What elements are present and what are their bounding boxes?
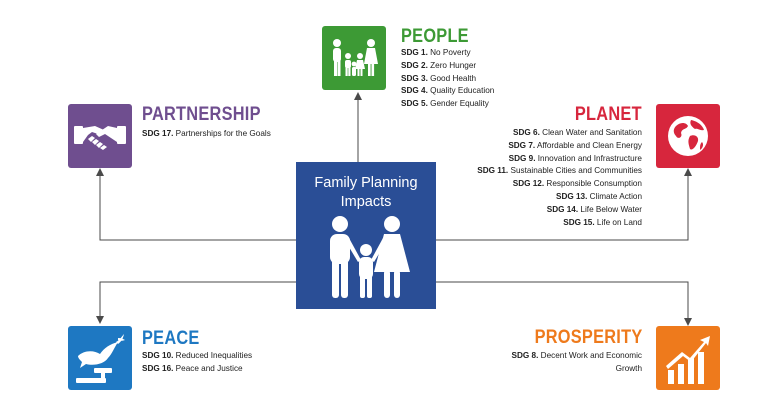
connector-peace xyxy=(96,281,296,324)
planet-list: SDG 6. Clean Water and Sanitation SDG 7.… xyxy=(477,127,642,229)
list-item: SDG 4. Quality Education xyxy=(401,85,494,98)
sdg-code: SDG 1. xyxy=(401,48,428,57)
list-item: SDG 2. Zero Hunger xyxy=(401,60,494,73)
peace-title: PEACE xyxy=(142,328,200,349)
list-item: SDG 7. Affordable and Clean Energy xyxy=(477,140,642,153)
prosperity-list: SDG 8. Decent Work and Economic Growth xyxy=(512,350,642,376)
list-item: SDG 13. Climate Action xyxy=(477,191,642,204)
list-item: SDG 12. Responsible Consumption xyxy=(477,178,642,191)
sdg-label: Affordable and Clean Energy xyxy=(535,140,642,150)
sdg-label: Partnerships for the Goals xyxy=(173,129,271,138)
sdg-code: SDG 4. xyxy=(401,86,428,96)
connector-planet xyxy=(436,168,692,241)
list-item: SDG 8. Decent Work and Economic xyxy=(512,350,642,363)
sdg-code: SDG 9. xyxy=(508,153,536,163)
center-box: Family Planning Impacts xyxy=(296,162,436,309)
list-item: SDG 6. Clean Water and Sanitation xyxy=(477,127,642,140)
list-item: SDG 14. Life Below Water xyxy=(477,204,642,217)
list-item: SDG 5. Gender Equality xyxy=(401,98,494,111)
sdg-label: Growth xyxy=(615,363,642,373)
sdg-code: SDG 6. xyxy=(513,128,540,137)
sdg-code: SDG 13. xyxy=(555,191,588,201)
list-item: SDG 11. Sustainable Cities and Communiti… xyxy=(477,165,642,178)
planet-title: PLANET xyxy=(575,104,642,125)
people-icon xyxy=(333,39,378,76)
center-title-line-1: Family Planning xyxy=(314,175,418,191)
sdg-code: SDG 10. xyxy=(142,351,174,360)
dove-gavel-icon xyxy=(76,334,125,383)
sdg-label: Quality Education xyxy=(427,86,495,96)
sdg-label: Peace and Justice xyxy=(173,363,243,373)
connector-prosperity xyxy=(436,281,692,326)
list-item: Growth xyxy=(512,363,642,376)
list-item: SDG 16. Peace and Justice xyxy=(142,363,252,376)
sdg-label: Life Below Water xyxy=(578,204,642,214)
sdg-code: SDG 16. xyxy=(142,363,174,373)
list-item: SDG 9. Innovation and Infrastructure xyxy=(477,153,642,166)
partnership-tile xyxy=(68,104,132,168)
sdg-code: SDG 7. xyxy=(508,140,536,150)
partnership-list: SDG 17. Partnerships for the Goals xyxy=(142,128,271,141)
sdg-label: Sustainable Cities and Communities xyxy=(508,166,642,176)
sdg-code: SDG 15. xyxy=(563,217,595,227)
sdg-label: Life on Land xyxy=(594,217,642,227)
family-icon xyxy=(330,216,410,298)
list-item: SDG 3. Good Health xyxy=(401,73,494,86)
list-item: SDG 1. No Poverty xyxy=(401,47,494,60)
people-list: SDG 1. No Poverty SDG 2. Zero Hunger SDG… xyxy=(401,47,494,111)
list-item: SDG 17. Partnerships for the Goals xyxy=(142,128,271,141)
sdg-label: Gender Equality xyxy=(427,99,489,109)
partnership-title: PARTNERSHIP xyxy=(142,104,261,125)
sdg-code: SDG 11. xyxy=(477,166,509,176)
list-item: SDG 15. Life on Land xyxy=(477,217,642,230)
planet-tile xyxy=(656,104,720,168)
prosperity-tile xyxy=(656,326,720,390)
connector-partnership xyxy=(96,168,296,241)
sdg-label: Zero Hunger xyxy=(427,60,477,70)
sdg-label: No Poverty xyxy=(427,48,471,57)
list-item: SDG 10. Reduced Inequalities xyxy=(142,350,252,363)
growth-chart-icon xyxy=(666,336,710,384)
handshake-icon xyxy=(74,126,126,150)
sdg-code: SDG 14. xyxy=(546,204,579,214)
sdg-label: Innovation and Infrastructure xyxy=(535,153,642,163)
people-title: PEOPLE xyxy=(401,26,469,47)
center-title-line-2: Impacts xyxy=(340,194,392,210)
sdg-code: SDG 3. xyxy=(401,73,428,83)
sdg-label: Responsible Consumption xyxy=(544,179,642,189)
peace-list: SDG 10. Reduced Inequalities SDG 16. Pea… xyxy=(142,350,252,376)
sdg-label: Good Health xyxy=(427,73,477,83)
sdg-code: SDG 12. xyxy=(512,179,545,189)
peace-tile xyxy=(68,326,132,390)
sdg-label: Clean Water and Sanitation xyxy=(539,128,642,137)
sdg-code: SDG 8. xyxy=(511,351,539,360)
sdg-label: Reduced Inequalities xyxy=(173,351,253,360)
center-title: Family Planning Impacts xyxy=(296,174,436,212)
people-tile xyxy=(322,26,386,90)
sdg-label: Climate Action xyxy=(587,191,642,201)
sdg-code: SDG 17. xyxy=(142,129,174,138)
sdg-label: Decent Work and Economic xyxy=(538,351,642,360)
sdg-code: SDG 2. xyxy=(401,60,428,70)
prosperity-title: PROSPERITY xyxy=(534,327,642,348)
globe-icon xyxy=(668,116,708,156)
sdg-code: SDG 5. xyxy=(401,99,428,109)
